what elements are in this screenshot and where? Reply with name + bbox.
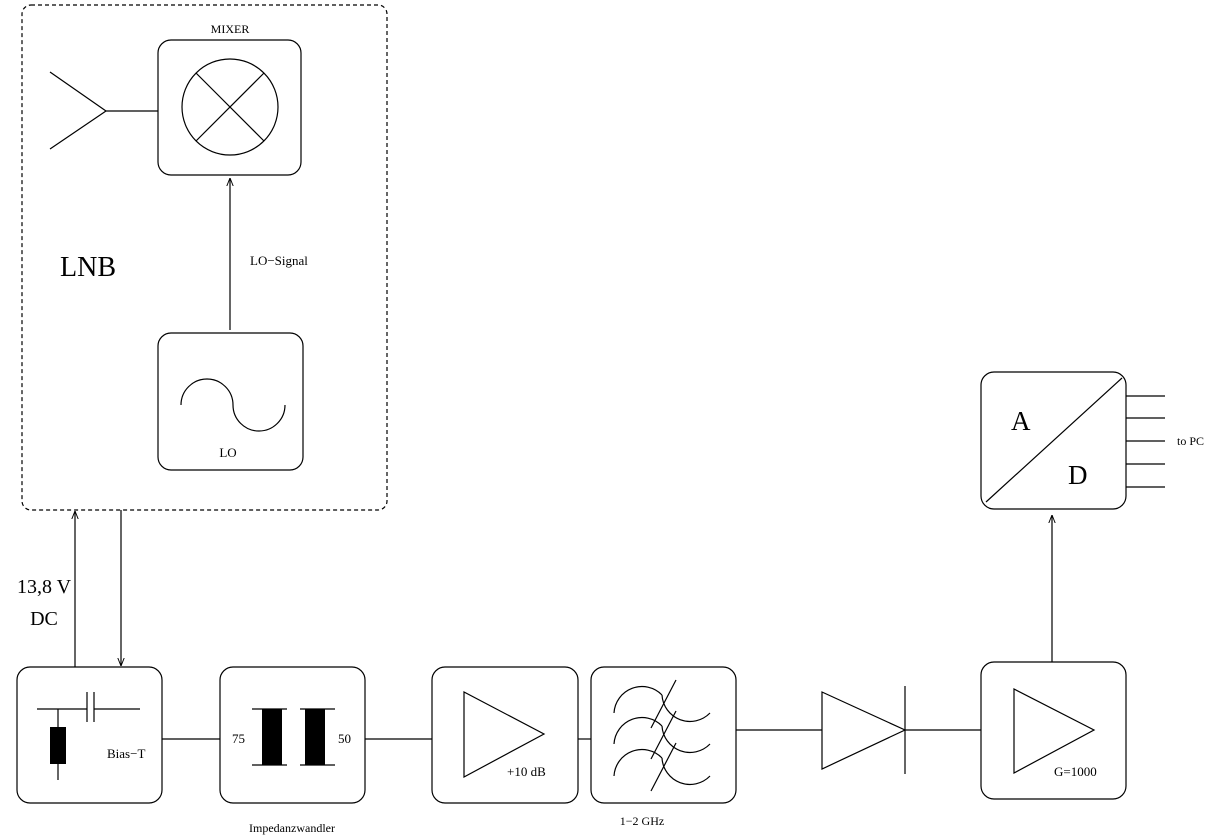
transformer-icon (252, 708, 335, 766)
video-amplifier-block: G=1000 (980, 661, 1127, 800)
filter-label: 1−2 GHz (620, 814, 664, 828)
bandpass-filter-icon (613, 679, 711, 792)
lnb-label: LNB (60, 252, 116, 283)
lo-block: LO (157, 332, 304, 471)
lo-signal-label: LO−Signal (250, 253, 308, 268)
lnb-enclosure (21, 4, 388, 511)
mixer-label: MIXER (211, 22, 250, 36)
video-amplifier-label: G=1000 (1054, 764, 1097, 779)
amplifier-block: +10 dB (431, 666, 579, 804)
bias-tee-label: Bias−T (107, 746, 145, 761)
power-label-line1: 13,8 V (17, 576, 72, 598)
amplifier-triangle-icon (463, 691, 546, 779)
video-amplifier-triangle-icon (1013, 688, 1096, 775)
adc-label-d: D (1068, 460, 1088, 490)
impedance-left-value: 75 (232, 731, 245, 746)
antenna-icon (49, 71, 158, 150)
adc-diagonal (985, 377, 1123, 503)
mixer-block: MIXER (157, 22, 302, 176)
bias-tee-block: Bias−T (16, 666, 163, 804)
filter-block: 1−2 GHz (590, 666, 737, 828)
impedance-right-value: 50 (338, 731, 351, 746)
bias-tee-circuit-icon (37, 692, 140, 780)
impedance-converter-label: Impedanzwandler (249, 821, 335, 835)
adc-output-bus (1126, 395, 1165, 488)
adc-label-a: A (1011, 406, 1031, 436)
adc-block: A D to PC (980, 371, 1204, 510)
impedance-converter-block: 75 50 Impedanzwandler (219, 666, 366, 835)
power-label-line2: DC (30, 608, 58, 630)
amplifier-label: +10 dB (507, 764, 546, 779)
adc-output-label: to PC (1177, 434, 1204, 448)
detector-diode-icon (821, 686, 907, 774)
lo-label: LO (219, 445, 236, 460)
sine-wave-icon (180, 378, 286, 432)
mixer-symbol-icon (181, 58, 279, 156)
